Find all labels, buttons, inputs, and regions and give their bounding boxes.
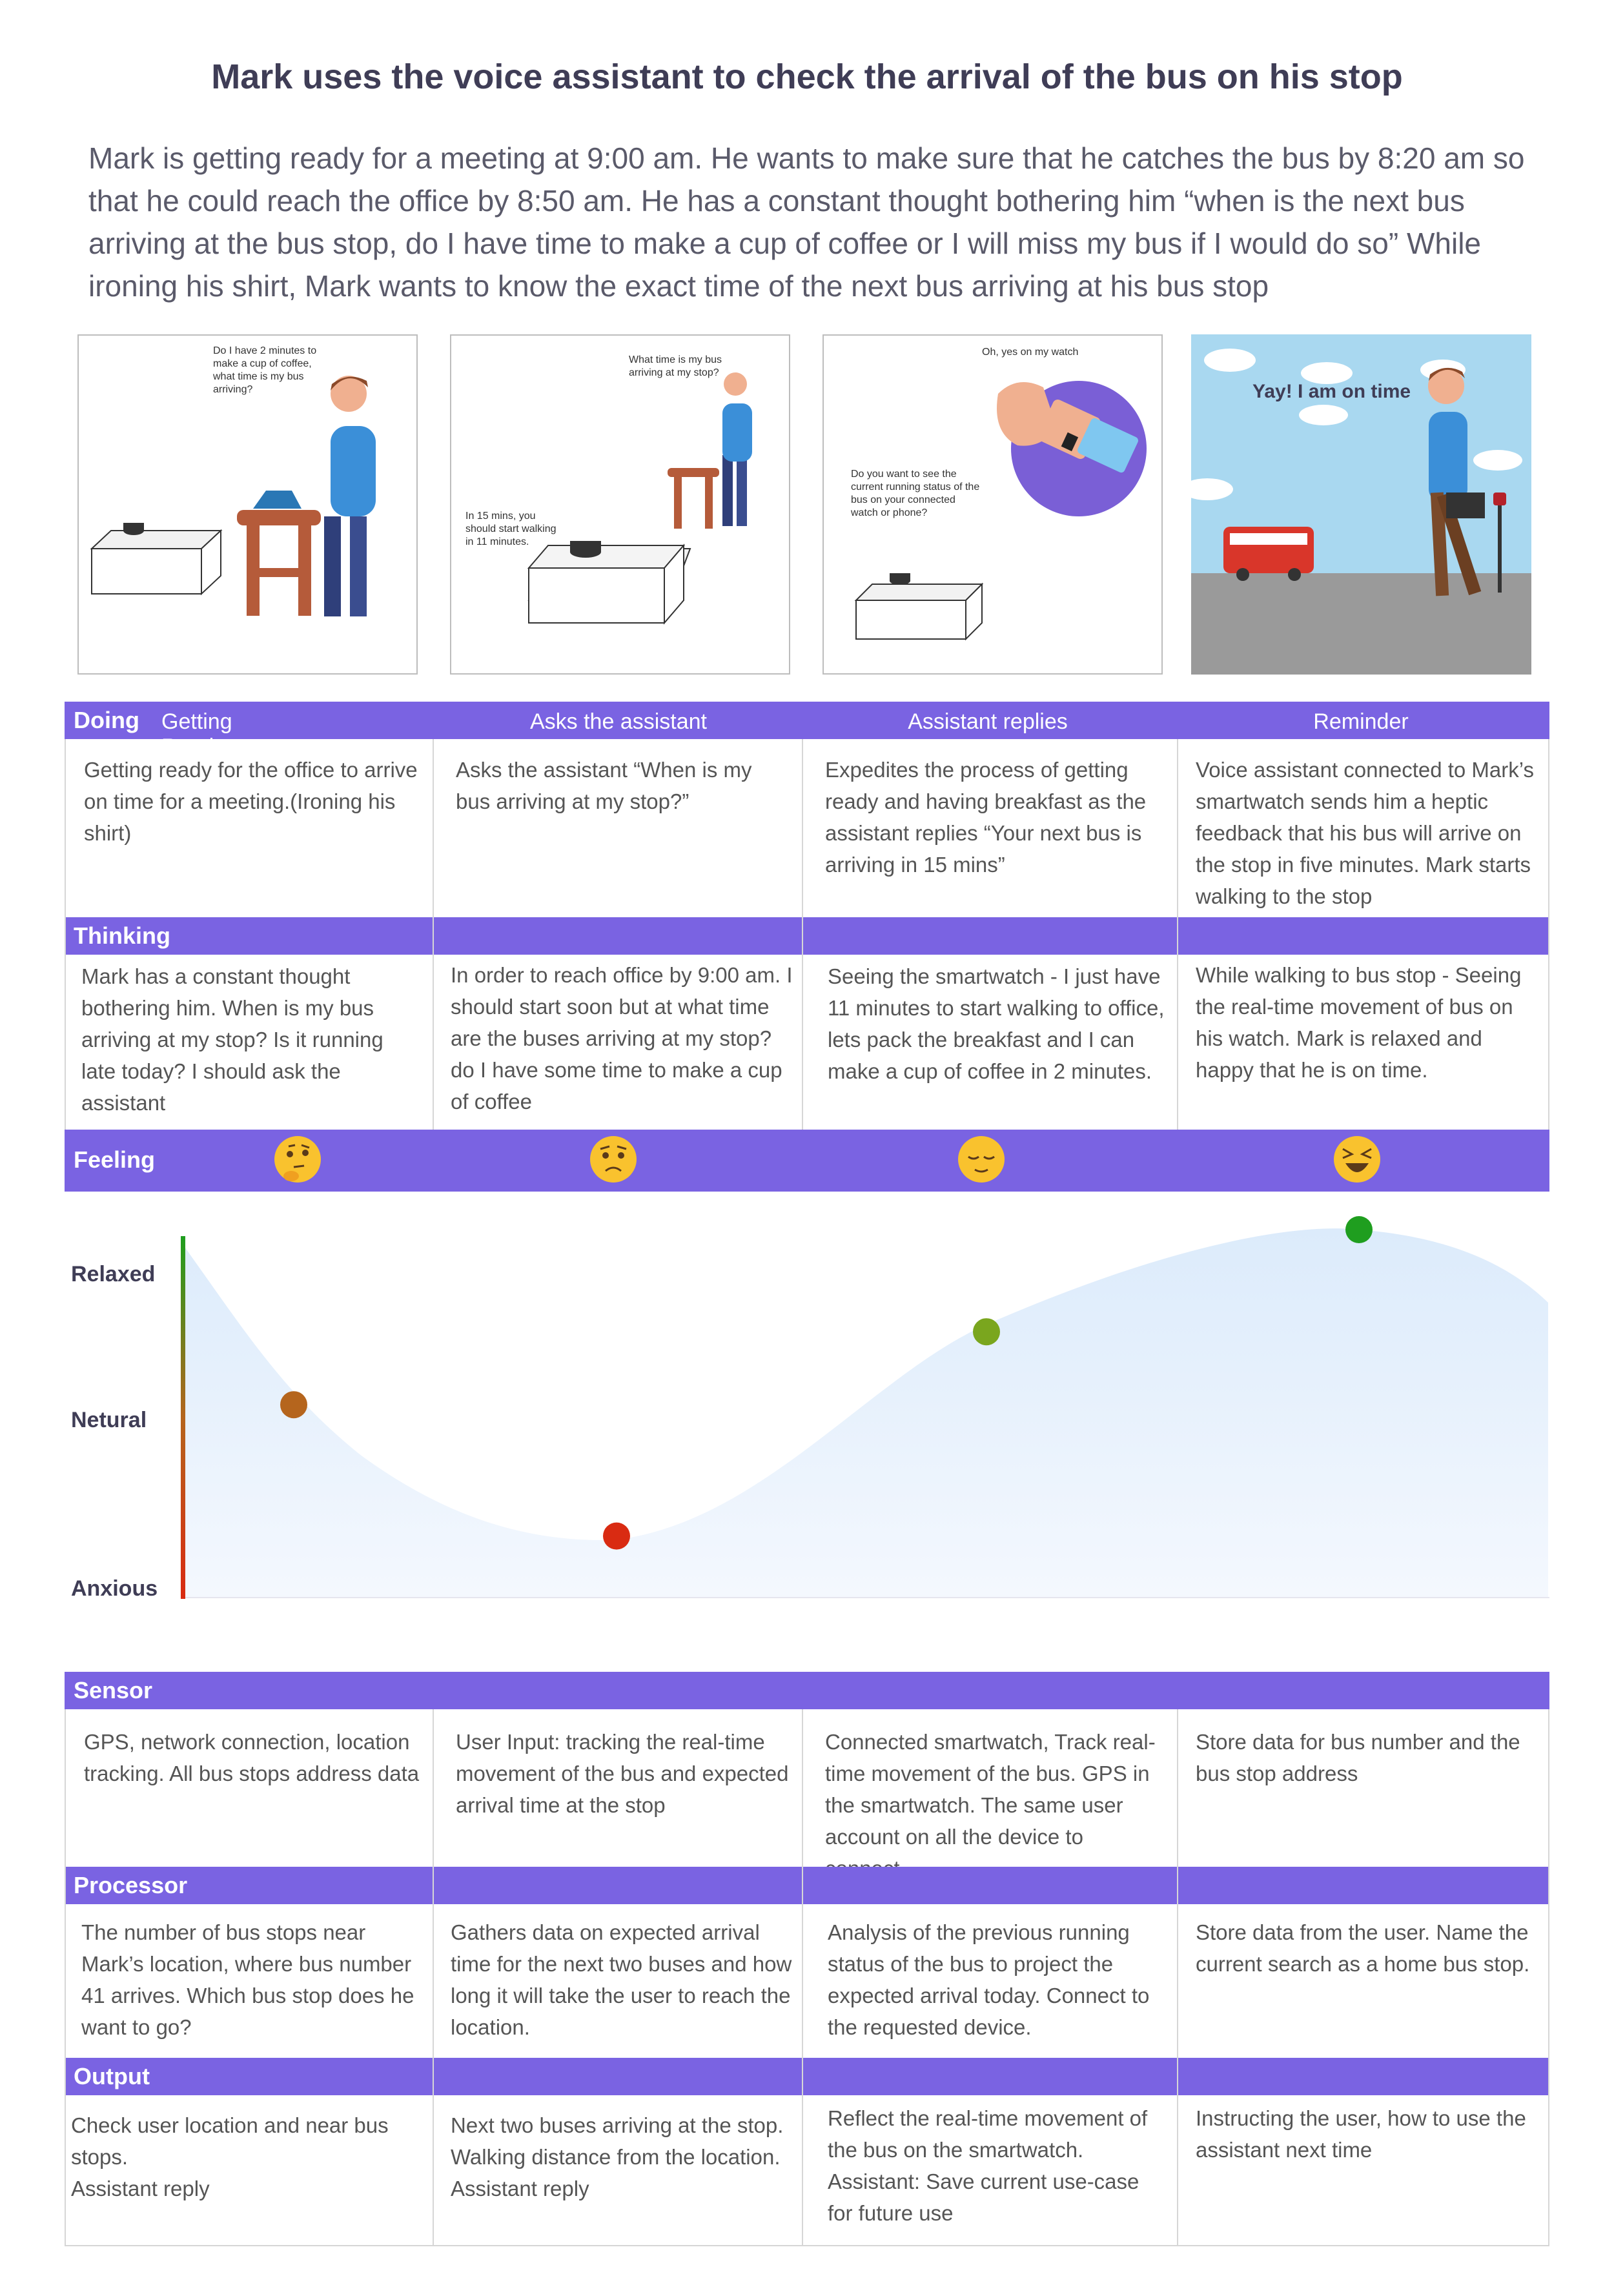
emotion-point-4 — [1345, 1216, 1373, 1243]
sensor-header-band: Sensor — [65, 1672, 1549, 1709]
stage-getting-ready: Getting Ready — [161, 709, 232, 759]
sensor-cell-3: Connected smartwatch, Track real-time mo… — [825, 1730, 1156, 1880]
emotion-point-1 — [280, 1391, 307, 1419]
grid-line — [1548, 739, 1549, 1130]
speech-bubble-question: Do I have 2 minutes to make a cup of cof… — [213, 345, 317, 395]
sensor-cell-1: GPS, network connection, location tracki… — [84, 1730, 420, 1785]
grid-line — [65, 1709, 66, 2245]
storyboard-panel-4: Yay! I am on time — [1191, 334, 1531, 675]
processor-cell-4: Store data from the user. Name the curre… — [1196, 1920, 1530, 1976]
stage-reminder: Reminder — [1313, 709, 1409, 734]
sensor-cell-2: User Input: tracking the real-time movem… — [456, 1730, 789, 1817]
thinking-face-icon — [274, 1136, 321, 1183]
relieved-face-icon — [958, 1136, 1005, 1183]
grid-line — [1548, 1709, 1549, 2245]
grid-line — [802, 739, 803, 1130]
emotion-point-3 — [973, 1318, 1000, 1346]
ironing-illustration — [90, 376, 376, 616]
assistant-reply-text: In 15 mins, you should start walking in … — [465, 511, 557, 547]
stage-asks-assistant: Asks the assistant — [529, 709, 707, 734]
doing-cell-4: Voice assistant connected to Mark’s smar… — [1196, 758, 1535, 908]
processor-cell-1: The number of bus stops near Mark’s loca… — [81, 1920, 414, 2039]
grid-line — [1177, 739, 1178, 1130]
speech-bubble-question: What time is my bus arriving at my stop? — [629, 354, 722, 378]
output-cell-1: Check user location and near bus stops. … — [71, 2113, 389, 2200]
smartwatch-illustration — [854, 381, 1147, 641]
y-label-anxious: Anxious — [71, 1576, 158, 1601]
y-label-neutral: Netural — [71, 1408, 147, 1432]
sensor-cell-4: Store data for bus number and the bus st… — [1196, 1730, 1520, 1785]
assistant-question-text: Do you want to see the current running s… — [851, 469, 980, 518]
grid-line — [433, 739, 434, 1130]
grid-line — [65, 739, 66, 1130]
grid-line — [1177, 1709, 1178, 2245]
worried-face-icon — [590, 1136, 637, 1183]
doing-cell-1: Getting ready for the office to arrive o… — [84, 758, 418, 845]
feeling-label: Feeling — [74, 1146, 156, 1173]
thinking-cell-3: Seeing the smartwatch - I just have 11 m… — [828, 964, 1165, 1083]
processor-cell-3: Analysis of the previous running status … — [828, 1920, 1150, 2039]
storyboard-panel-2: What time is my bus arriving at my stop?… — [450, 334, 790, 675]
sensor-label: Sensor — [74, 1677, 153, 1703]
storyboard-panel-3: Oh, yes on my watch Do you want to see t… — [822, 334, 1163, 675]
processor-label: Processor — [74, 1872, 188, 1898]
emotion-curve-area — [185, 1228, 1548, 1598]
grid-line — [65, 2245, 1549, 2246]
emotion-point-2 — [603, 1522, 630, 1550]
thinking-cell-4: While walking to bus stop - Seeing the r… — [1196, 963, 1522, 1082]
laughing-face-icon — [1334, 1136, 1380, 1183]
output-cell-2: Next two buses arriving at the stop. Wal… — [451, 2113, 784, 2200]
scenario-description: Mark is getting ready for a meeting at 9… — [88, 141, 1525, 303]
panel-caption: Yay! I am on time — [1252, 381, 1411, 402]
output-cell-3: Reflect the real-time movement of the bu… — [828, 2106, 1148, 2225]
y-label-relaxed: Relaxed — [71, 1262, 156, 1286]
stage-assistant-replies: Assistant replies — [908, 709, 1068, 734]
thinking-cell-1: Mark has a constant thought bothering hi… — [81, 964, 383, 1115]
output-cell-4: Instructing the user, how to use the ass… — [1196, 2106, 1526, 2162]
output-label: Output — [74, 2063, 150, 2089]
assistant-reply-illustration — [527, 372, 752, 625]
doing-cell-3: Expedites the process of getting ready a… — [825, 758, 1147, 877]
grid-line — [802, 1709, 803, 2245]
output-header-band: Output — [65, 2058, 1549, 2095]
doing-label: Doing — [74, 707, 139, 733]
bus-stop-illustration — [1191, 349, 1531, 675]
speech-bubble-watch: Oh, yes on my watch — [982, 347, 1079, 358]
thinking-header-band: Thinking — [65, 917, 1549, 955]
storyboard-panel-1: Do I have 2 minutes to make a cup of cof… — [77, 334, 418, 675]
doing-cell-2: Asks the assistant “When is my bus arriv… — [456, 758, 752, 813]
emotion-axis — [181, 1236, 185, 1599]
thinking-label: Thinking — [74, 922, 170, 949]
doing-header-band: Doing Getting Ready Asks the assistant A… — [65, 702, 1549, 759]
processor-header-band: Processor — [65, 1867, 1549, 1904]
thinking-cell-2: In order to reach office by 9:00 am. I s… — [451, 963, 793, 1113]
page-title: Mark uses the voice assistant to check t… — [211, 57, 1403, 96]
grid-line — [433, 1709, 434, 2245]
processor-cell-2: Gathers data on expected arrival time fo… — [451, 1920, 792, 2039]
